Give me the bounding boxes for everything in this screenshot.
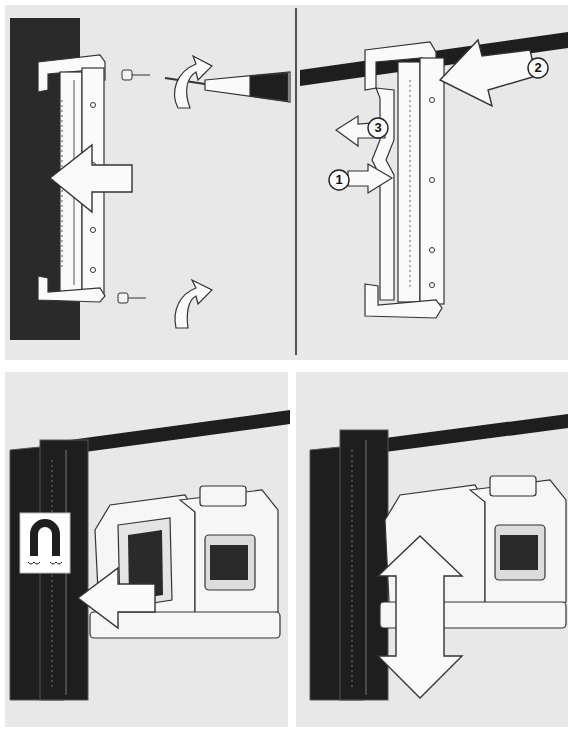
callout-number: 3 bbox=[369, 119, 387, 137]
callout-number: 1 bbox=[330, 171, 348, 189]
callout-number: 2 bbox=[529, 59, 547, 77]
